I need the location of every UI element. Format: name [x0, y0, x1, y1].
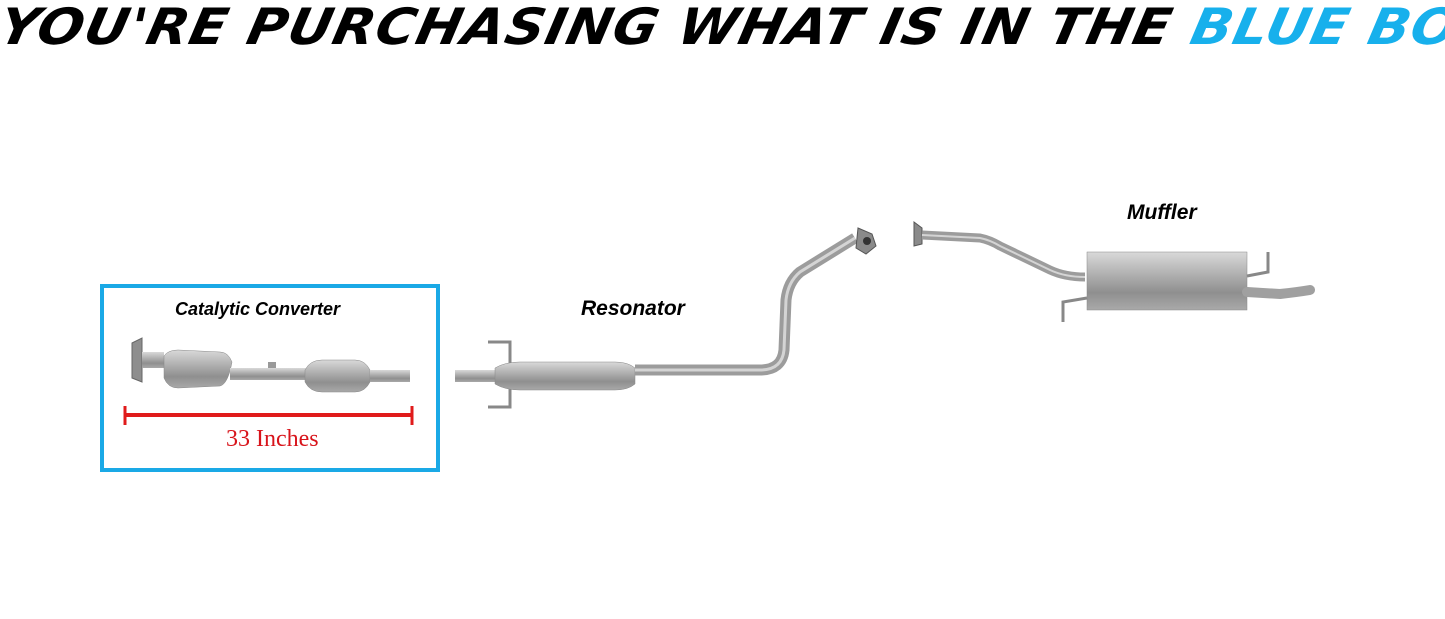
- resonator-image: [455, 227, 877, 409]
- catalytic-converter-label: Catalytic Converter: [175, 299, 341, 319]
- dimension-label: 33 Inches: [226, 426, 319, 452]
- muffler-image: [913, 221, 1315, 322]
- resonator-label: Resonator: [581, 297, 685, 320]
- dimension-line: [123, 406, 414, 425]
- blue-box-catalytic-converter: [100, 284, 440, 472]
- muffler-label: Muffler: [1127, 201, 1197, 224]
- catalytic-converter-image: [131, 337, 410, 393]
